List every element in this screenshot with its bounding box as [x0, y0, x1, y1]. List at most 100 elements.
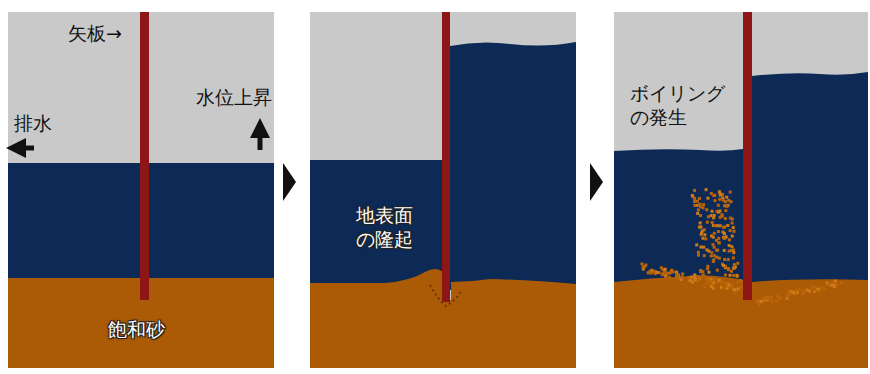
rise-arrow	[258, 128, 263, 150]
pile-label: 矢板→	[68, 22, 122, 46]
sand-particle	[716, 224, 719, 227]
sand-particle	[723, 281, 726, 284]
water	[614, 149, 743, 290]
sand-particle	[771, 300, 774, 303]
sand-particle	[693, 273, 696, 276]
sand-particle	[798, 288, 801, 291]
sand-particle	[718, 279, 721, 282]
sand-particle	[703, 233, 706, 236]
air-ground	[310, 12, 576, 368]
sand-particle	[690, 275, 693, 278]
sand-particle	[718, 257, 721, 260]
sand-particle	[817, 288, 820, 291]
sand-particle	[697, 208, 700, 211]
sand-particle	[656, 271, 659, 274]
drain-label: 排水	[14, 112, 52, 136]
sand-particle	[768, 297, 771, 300]
sand-particle	[727, 267, 730, 270]
sand-particle	[664, 275, 667, 278]
sand-particle	[701, 237, 704, 240]
sand-particle	[698, 197, 701, 200]
sand-particle	[696, 200, 699, 203]
sand-particle	[697, 279, 700, 282]
sand-particle	[734, 288, 737, 291]
sand-particle	[823, 287, 826, 290]
sand-particle	[687, 276, 690, 279]
sand-label: 飽和砂	[108, 318, 165, 342]
sand-particle	[808, 289, 811, 292]
sand-particle	[702, 206, 705, 209]
panel-2	[310, 12, 576, 368]
uplift-label: 地表面 の隆起	[356, 204, 424, 252]
water-rise-label: 水位上昇	[196, 86, 272, 110]
sand-particle	[662, 272, 665, 275]
sand-particle	[702, 246, 705, 249]
sand-particle	[732, 251, 735, 254]
sand-particle	[739, 279, 742, 282]
sand-particle	[758, 303, 761, 306]
sand-particle	[724, 200, 727, 203]
sand-particle	[712, 281, 715, 284]
sand-particle	[700, 246, 703, 249]
sand-particle	[732, 274, 735, 277]
sand-particle	[669, 271, 672, 274]
sand-particle	[719, 224, 722, 227]
sand-particle	[728, 274, 731, 277]
sand-particle	[720, 286, 723, 289]
sand-particle	[707, 215, 710, 218]
sand-particle	[681, 276, 684, 279]
sand-particle	[728, 250, 731, 253]
sand-particle	[736, 281, 739, 284]
sand-particle	[737, 287, 740, 290]
sand-particle	[733, 263, 736, 266]
sand-particle	[711, 210, 714, 213]
sand-particle	[775, 299, 778, 302]
sand-particle	[730, 200, 733, 203]
panel-1	[8, 12, 274, 368]
sand-particle	[644, 264, 647, 267]
sand-particle	[710, 254, 713, 257]
sand-particle	[699, 214, 702, 217]
sand-particle	[702, 203, 705, 206]
sand-particle	[724, 282, 727, 285]
sand-particle	[729, 191, 732, 194]
sand-particle	[726, 205, 729, 208]
sand-particle	[691, 194, 694, 197]
sand-particle	[718, 198, 721, 201]
sand-particle	[676, 275, 679, 278]
water	[752, 72, 868, 290]
sand-particle	[681, 272, 684, 275]
sand-particle	[720, 282, 723, 285]
sand-particle	[735, 274, 738, 277]
water	[310, 160, 444, 290]
sand-particle	[723, 232, 726, 235]
sheet-pile	[743, 12, 752, 300]
sand-particle	[804, 290, 807, 293]
sand-particle	[759, 300, 762, 303]
sand-particle	[675, 271, 678, 274]
sand-particle	[707, 271, 710, 274]
sand-particle	[792, 291, 795, 294]
sand-particle	[697, 251, 700, 254]
sand-particle	[719, 216, 722, 219]
sand-particle	[813, 288, 816, 291]
sand-particle	[730, 283, 733, 286]
sand-particle	[713, 232, 716, 235]
sand-particle	[711, 243, 714, 246]
sand-particle	[713, 246, 716, 249]
sand-particle	[788, 291, 791, 294]
sand-particle	[840, 281, 843, 284]
sand-particle	[716, 249, 719, 252]
sand-particle	[694, 278, 697, 281]
sand-particle	[717, 211, 720, 214]
sand-particle	[713, 194, 716, 197]
sand-particle	[712, 194, 715, 197]
sand-particle	[731, 221, 734, 224]
sand-particle	[705, 208, 708, 211]
sand-particle	[732, 230, 735, 233]
sand-particle	[836, 283, 839, 286]
sand-particle	[724, 209, 727, 212]
sand-particle	[718, 241, 721, 244]
sand-particle	[723, 249, 726, 252]
